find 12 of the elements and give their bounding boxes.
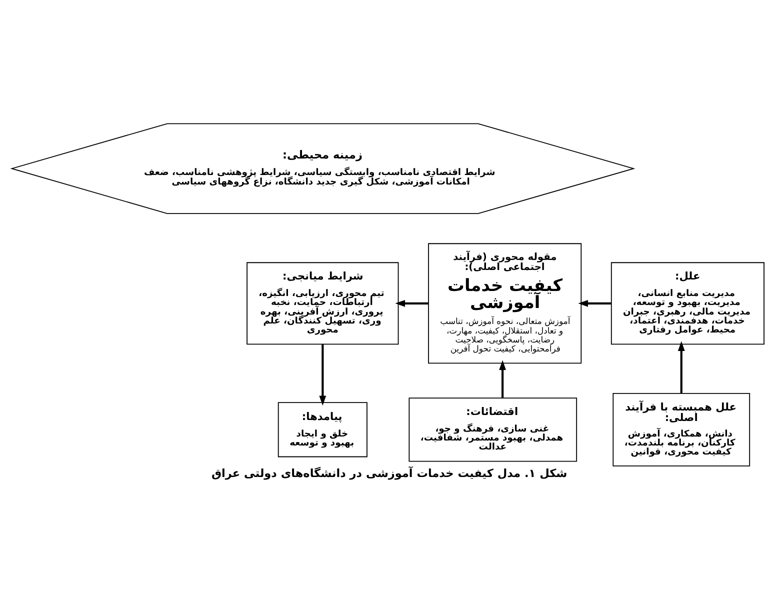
arrow: [394, 300, 428, 307]
node-box: اقتضائات: غنی سازی، فرهنگ و جو، همدلی، بهبود مستمر، شفافیت، عدالت: [408, 398, 577, 462]
node-box: پیامدها: خلق و ایجاد بهبود و توسعه: [277, 402, 367, 458]
arrow: [578, 300, 611, 307]
node-box: علل: مدیریت منابع انسانی، مدیریت، بهبود و توسعه، مدیریت مالی، رهبری، جبران خدمات، هدفمندی، اعتماد، محیط، عوامل رفتاری: [610, 262, 764, 345]
node-box: شرایط میانجی: تیم محوری، ارزیابی، انگیزه، ارتباطات، حمایت، نخبه پروری، ارزش آفرینی، بهره وری، تسهیل کنندگان، علم محوری: [246, 262, 398, 345]
node-box: علل همبسته با فرآیند اصلی: دانش، همکاری، آموزش کارکنان، برنامه بلندمدت، کیفیت محوری، قوانین: [612, 393, 750, 466]
caption: شکل ۱. مدل کیفیت خدمات آموزشی در دانشگاه‌های دولتی عراق: [210, 467, 567, 480]
arrow: [677, 341, 684, 394]
arrow: [498, 360, 506, 398]
node-box: مقوله محوری (فرآیند اجتماعی اصلی): کیفیت خدمات آموزشی آموزش متعالی، نحوه آموزش، تناسب و تعادل، استقلال، کیفیت، مهارت، رضایت، پاسخگویی، صلاحیت فرامحتوایی، کیفیت تحول آفرین: [428, 243, 582, 364]
arrow: [318, 344, 326, 406]
